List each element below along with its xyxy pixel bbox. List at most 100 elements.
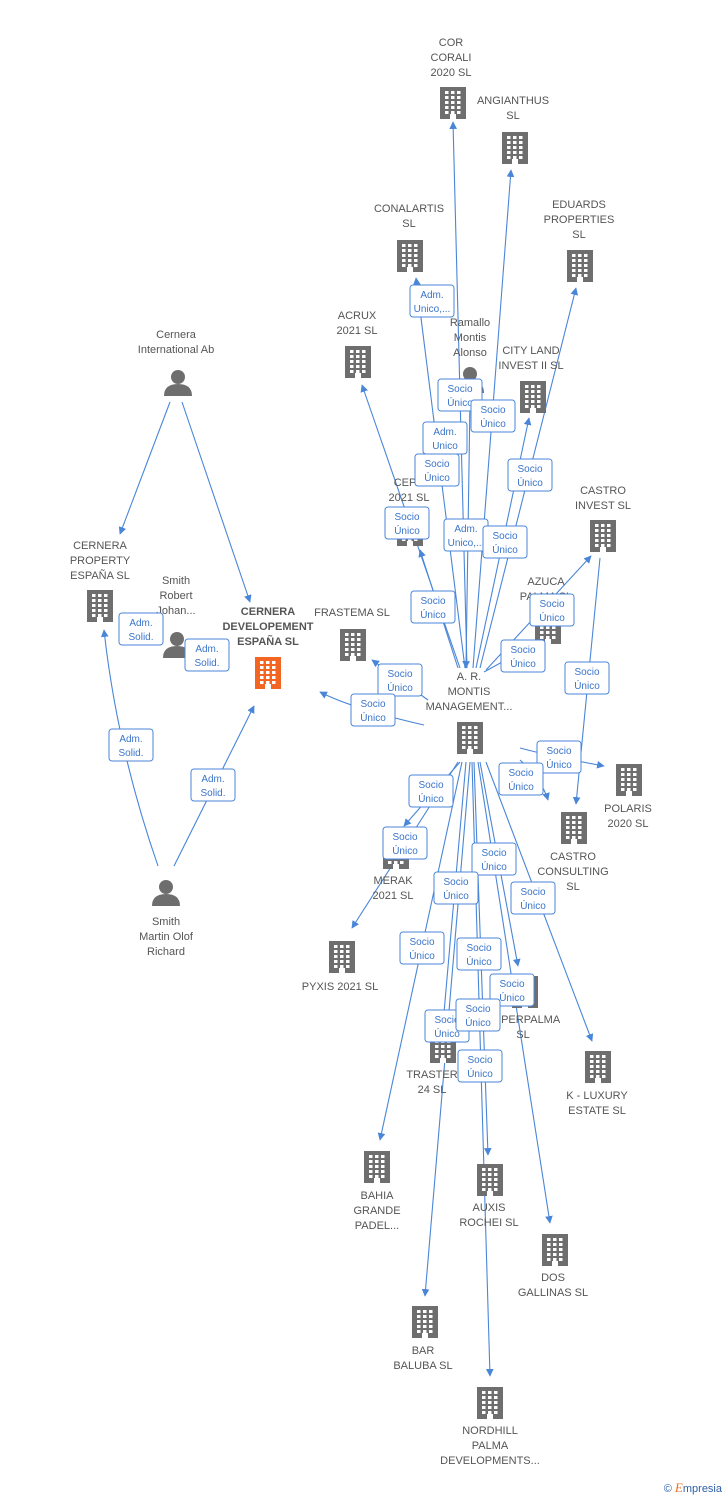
edge-label[interactable]: Adm.Solid. — [184, 638, 230, 672]
node-label-line: GALLINAS SL — [518, 1287, 588, 1299]
edge-label[interactable]: Adm. Solid. — [108, 728, 154, 762]
edge-label-text: Unico,... — [448, 538, 485, 549]
edge-label-text: Solid. — [118, 748, 143, 759]
edge-label-text: Socio — [499, 979, 524, 990]
building-icon — [477, 1387, 503, 1419]
node-bar-baluba[interactable]: BAR BALUBA SL — [393, 1306, 453, 1372]
node-bahia[interactable]: BAHIA GRANDE PADEL... — [353, 1151, 401, 1232]
node-label-line: Cernera — [156, 329, 197, 341]
edge-label-text: Único — [360, 711, 386, 724]
node-label-line: MONTIS — [448, 686, 491, 698]
node-label-line: INVEST II SL — [498, 360, 563, 372]
node-nordhill[interactable]: NORDHILLPALMADEVELOPMENTS... — [440, 1387, 540, 1467]
edge-label[interactable]: Adm.Unico,... — [443, 518, 489, 552]
edge-label-text: Socio — [443, 877, 468, 888]
node-frastema[interactable]: FRASTEMA SL — [314, 607, 390, 661]
edge-label[interactable]: Adm.Solid. — [118, 612, 164, 646]
node-label-line: AUXIS — [472, 1202, 505, 1214]
edge-label[interactable]: Adm.Unico — [422, 421, 468, 455]
edge-label[interactable]: Adm.Solid. — [190, 768, 236, 802]
node-label-line: Smith — [152, 916, 180, 928]
node-label-line: TRASTER — [406, 1069, 457, 1081]
edge-label-text: Único — [409, 949, 435, 962]
node-ar-montis[interactable]: A. R.MONTISMANAGEMENT... — [426, 671, 513, 754]
node-label-line: BAR — [412, 1345, 435, 1357]
building-icon — [397, 240, 423, 272]
edge-label-text: Socio — [546, 746, 571, 757]
node-label-line: PADEL... — [355, 1220, 399, 1232]
edge-label-text: Único — [466, 955, 492, 968]
edge-label-text: Socio — [492, 531, 517, 542]
edge-label-text: Único — [499, 991, 525, 1004]
building-icon — [520, 381, 546, 413]
edge-label[interactable]: Adm.Unico,... — [409, 284, 455, 318]
node-label-line: ACRUX — [338, 310, 377, 322]
edge-label-text: Único — [387, 681, 413, 694]
node-label-line: 2021 SL — [373, 890, 414, 902]
node-smith-robert[interactable]: SmithRobertJohan... — [156, 575, 196, 658]
edge-label-text: Adm. — [119, 734, 142, 745]
edge-label-text: Unico — [432, 441, 458, 452]
footer-brand[interactable]: © Empresia — [664, 1480, 722, 1496]
node-label-line: INVEST SL — [575, 500, 631, 512]
node-label-line: BALUBA SL — [393, 1360, 452, 1372]
node-label-line: Smith — [162, 575, 190, 587]
node-label-line: 2020 SL — [431, 67, 472, 79]
node-label-line: SUPERPALMA — [486, 1014, 561, 1026]
node-label-line: GRANDE — [353, 1205, 400, 1217]
building-icon — [329, 941, 355, 973]
building-icon — [542, 1234, 568, 1266]
edge-label-text: Único — [480, 417, 506, 430]
node-label-line: 2020 SL — [608, 818, 649, 830]
node-pyxis[interactable]: PYXIS 2021 SL — [302, 941, 378, 993]
person-icon — [163, 632, 191, 658]
node-label-line: NORDHILL — [462, 1425, 518, 1437]
edge-label-text: Unico,... — [414, 304, 451, 315]
edge-label-text: Socio — [480, 405, 505, 416]
edge-label-text: Socio — [447, 384, 472, 395]
building-icon — [412, 1306, 438, 1338]
node-label-line: SL — [516, 1029, 529, 1041]
edge-label-text: Único — [420, 608, 446, 621]
node-label-line: BAHIA — [360, 1190, 394, 1202]
